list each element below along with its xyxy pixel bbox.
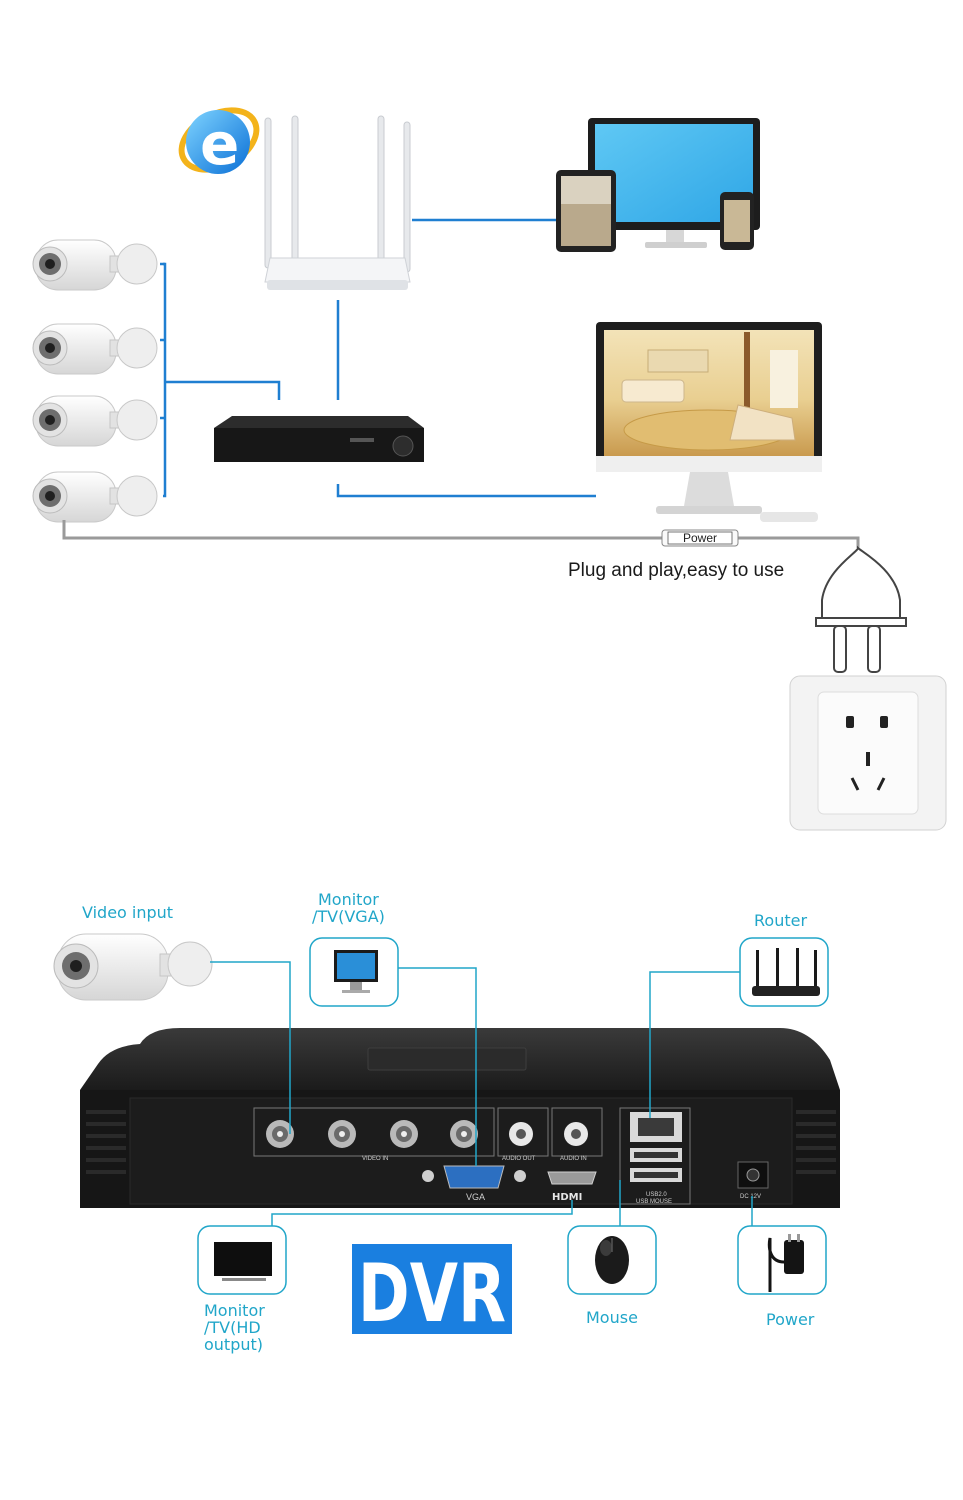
power-tag-label: Power	[683, 531, 717, 545]
dvr-recorder-icon: VIDEO IN AUDIO OUT AUDIO IN VGA HDMI USB…	[80, 1028, 840, 1208]
camera-icon	[53, 933, 213, 1001]
power-tag: Power	[661, 529, 739, 547]
label-monitor-hd-line2: /TV(HD	[204, 1318, 261, 1337]
port-label-dc: DC 12V	[740, 1194, 761, 1200]
power-adapter-box	[737, 1225, 827, 1295]
power-adapter-icon	[767, 1234, 804, 1292]
internet-explorer-icon: e	[178, 107, 260, 178]
hdmi-port	[547, 1171, 597, 1185]
label-monitor-vga-line2: /TV(VGA)	[312, 907, 385, 926]
vent-slots	[86, 1110, 836, 1174]
label-video-input: Video input	[82, 903, 173, 922]
vga-port	[422, 1165, 526, 1189]
usb-port	[630, 1148, 682, 1162]
bnc-port	[450, 1120, 478, 1148]
router-icon	[752, 948, 820, 996]
bnc-port	[390, 1120, 418, 1148]
plug-icon	[815, 545, 907, 673]
rca-port	[509, 1122, 533, 1146]
camera-icon	[32, 471, 158, 523]
port-label-audio-in: AUDIO IN	[560, 1156, 587, 1162]
dc-power-port	[737, 1161, 769, 1189]
dvr-recorder-icon	[214, 416, 424, 462]
camera-icon	[32, 323, 158, 375]
dvr-logo-text: DVR	[358, 1246, 506, 1340]
port-label-audio-out: AUDIO OUT	[502, 1156, 536, 1162]
port-label-video-in: VIDEO IN	[362, 1156, 388, 1162]
label-mouse: Mouse	[586, 1308, 638, 1327]
port-label-hdmi: HDMI	[552, 1192, 582, 1203]
remote-devices-icon	[556, 118, 760, 252]
label-router: Router	[754, 911, 807, 930]
bnc-port	[328, 1120, 356, 1148]
label-monitor-hd-line1: Monitor	[204, 1301, 265, 1320]
label-monitor-vga-line1: Monitor	[318, 890, 379, 909]
bnc-port	[266, 1120, 294, 1148]
port-label-vga: VGA	[466, 1192, 485, 1202]
monitor-hd-box	[197, 1225, 287, 1295]
svg-text:e: e	[200, 110, 239, 178]
caption-plug-and-play: Plug and play,easy to use	[568, 560, 784, 581]
mouse-box	[567, 1225, 657, 1295]
label-monitor-hd-line3: output)	[204, 1335, 263, 1354]
label-power: Power	[766, 1310, 815, 1329]
rca-port	[564, 1122, 588, 1146]
router-box	[739, 937, 829, 1007]
tv-icon	[214, 1242, 272, 1281]
mouse-icon	[595, 1236, 629, 1284]
port-label-usb: USB2.0	[646, 1192, 667, 1198]
network-cables	[160, 218, 596, 498]
monitor-vga-box	[309, 937, 399, 1007]
power-cable	[62, 520, 860, 548]
usb-port	[630, 1168, 682, 1182]
camera-icon	[32, 239, 158, 291]
monitor-icon	[596, 322, 822, 522]
camera-icon	[32, 395, 158, 447]
lan-port	[630, 1112, 682, 1142]
port-label-usb-mouse: USB MOUSE	[636, 1199, 672, 1205]
connector-lines	[210, 961, 753, 1226]
dvr-logo: DVR	[352, 1244, 512, 1340]
wall-socket-icon	[789, 675, 947, 831]
router-icon	[264, 115, 411, 290]
